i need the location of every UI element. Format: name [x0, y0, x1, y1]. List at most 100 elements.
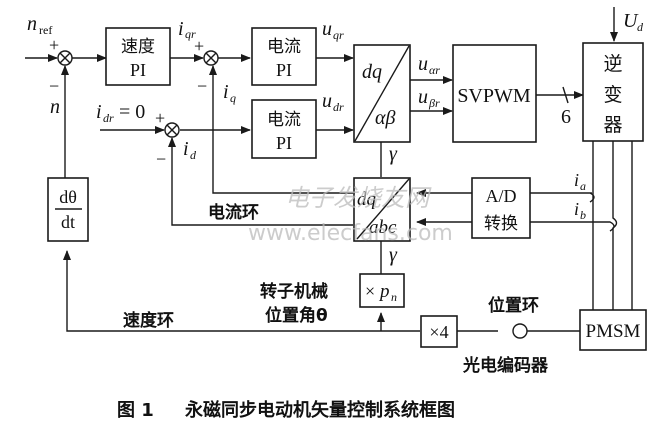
watermark-url: www.elecfans.com [248, 221, 453, 246]
speed-pi-line1: 速度 [121, 37, 155, 57]
current-pi-q-line2: PI [276, 60, 292, 80]
inverse-park-block: dq αβ [353, 44, 411, 143]
derivative-num: dθ [59, 187, 77, 207]
label-gamma-top: γ [389, 143, 398, 165]
label-iqr: i qr [178, 18, 196, 41]
label-uqr: u qr [322, 18, 344, 42]
svg-text:U: U [623, 10, 639, 32]
svg-text:a: a [580, 179, 586, 193]
svg-text:qr: qr [185, 27, 196, 41]
inverse-park-top: dq [362, 61, 382, 83]
sign-minus-2: − [197, 76, 207, 96]
svg-text:q: q [230, 91, 236, 105]
derivative-den: dt [61, 212, 75, 232]
pole-pairs-block: × p n [359, 273, 405, 308]
svg-text:i: i [183, 138, 189, 160]
svg-text:u: u [322, 90, 332, 112]
bus-slash [562, 86, 569, 104]
svpwm-label: SVPWM [457, 85, 531, 107]
svg-text:b: b [580, 208, 586, 222]
label-bus-width: 6 [561, 106, 571, 128]
current-pi-q-line1: 电流 [267, 37, 301, 57]
sign-plus-2: + [194, 36, 204, 56]
speed-pi-line2: PI [130, 60, 146, 80]
svg-text:dr: dr [333, 100, 344, 114]
label-ubeta: u βr [418, 86, 440, 110]
speed-pi-block: 速度 PI [105, 27, 171, 86]
svg-text:αr: αr [429, 63, 440, 77]
label-iq: i q [223, 81, 236, 105]
label-n: n [50, 96, 60, 118]
pole-pairs-sub: n [391, 290, 397, 304]
svg-text:d: d [637, 20, 644, 34]
svg-text:i: i [574, 199, 579, 219]
svg-text:n: n [27, 13, 37, 35]
inverter-line2: 变 [603, 84, 622, 106]
pmsm-block: PMSM [579, 309, 647, 351]
svg-text:i: i [223, 81, 229, 103]
caption-title: 永磁同步电动机矢量控制系统框图 [184, 399, 455, 421]
label-encoder: 光电编码器 [462, 355, 549, 376]
current-pi-d-block: 电流 PI [251, 99, 317, 159]
label-speed-loop: 速度环 [123, 310, 174, 331]
label-ualpha: u αr [418, 53, 440, 77]
wire-speed-loop [63, 250, 420, 332]
pole-pairs-var: p [378, 281, 390, 302]
svg-text:i: i [574, 170, 579, 190]
summer-iq [203, 50, 219, 66]
inverter-block: 逆 变 器 [582, 42, 644, 142]
park-top: dq [357, 189, 377, 210]
svg-text:u: u [418, 86, 428, 108]
adc-line1: A/D [486, 186, 517, 206]
current-pi-q-block: 电流 PI [251, 27, 317, 86]
watermark-cn: 电子发烧友网 [285, 184, 432, 212]
svg-text:ref: ref [39, 23, 52, 37]
label-idr: i dr = 0 [96, 101, 145, 125]
label-ia: i a [574, 170, 586, 193]
label-ib: i b [574, 199, 586, 222]
current-pi-d-line1: 电流 [267, 110, 301, 130]
sign-minus-1: − [49, 76, 59, 96]
inverter-line1: 逆 [603, 53, 622, 75]
svg-text:i: i [96, 101, 102, 123]
label-rotor-angle-1: 转子机械 [260, 281, 328, 302]
times4-block: ×4 [420, 315, 458, 348]
svpwm-block: SVPWM [452, 44, 537, 143]
inverter-line3: 器 [603, 114, 622, 136]
svg-text:βr: βr [428, 96, 440, 110]
adc-line2: 转换 [484, 214, 518, 234]
figure-caption: 图 1 永磁同步电动机矢量控制系统框图 [117, 399, 455, 421]
summer-speed [57, 50, 73, 66]
adc-block: A/D 转换 [471, 177, 531, 239]
svg-text:u: u [418, 53, 428, 75]
sign-plus-3: + [155, 108, 165, 128]
park-bottom: abc [369, 217, 397, 238]
wire-ib-sense [530, 221, 615, 232]
svg-text:d: d [190, 148, 197, 162]
inverse-park-bottom: αβ [375, 107, 395, 129]
wire-iq-feedback [209, 65, 353, 194]
times4-label: ×4 [429, 322, 448, 342]
pmsm-label: PMSM [586, 321, 641, 342]
summer-id [164, 122, 180, 138]
pole-pairs-times: × [365, 281, 375, 301]
sign-minus-3: − [156, 149, 166, 169]
sign-plus-1: + [49, 35, 59, 55]
label-position-loop: 位置环 [488, 295, 539, 316]
derivative-block: dθ dt [47, 177, 89, 242]
label-current-loop: 电流环 [208, 202, 259, 223]
label-id: i d [183, 138, 197, 162]
svg-text:= 0: = 0 [119, 101, 145, 123]
park-block: dq abc [353, 177, 411, 242]
svg-text:qr: qr [333, 28, 344, 42]
label-rotor-angle-2: 位置角θ [265, 305, 328, 326]
wires [25, 7, 633, 332]
label-nref: n ref [27, 13, 52, 37]
label-udr: u dr [322, 90, 344, 114]
svg-text:u: u [322, 18, 332, 40]
label-gamma-bottom: γ [389, 244, 398, 266]
encoder-symbol [512, 323, 528, 339]
label-ud: U d [623, 10, 644, 34]
wire-id-feedback [168, 137, 353, 226]
